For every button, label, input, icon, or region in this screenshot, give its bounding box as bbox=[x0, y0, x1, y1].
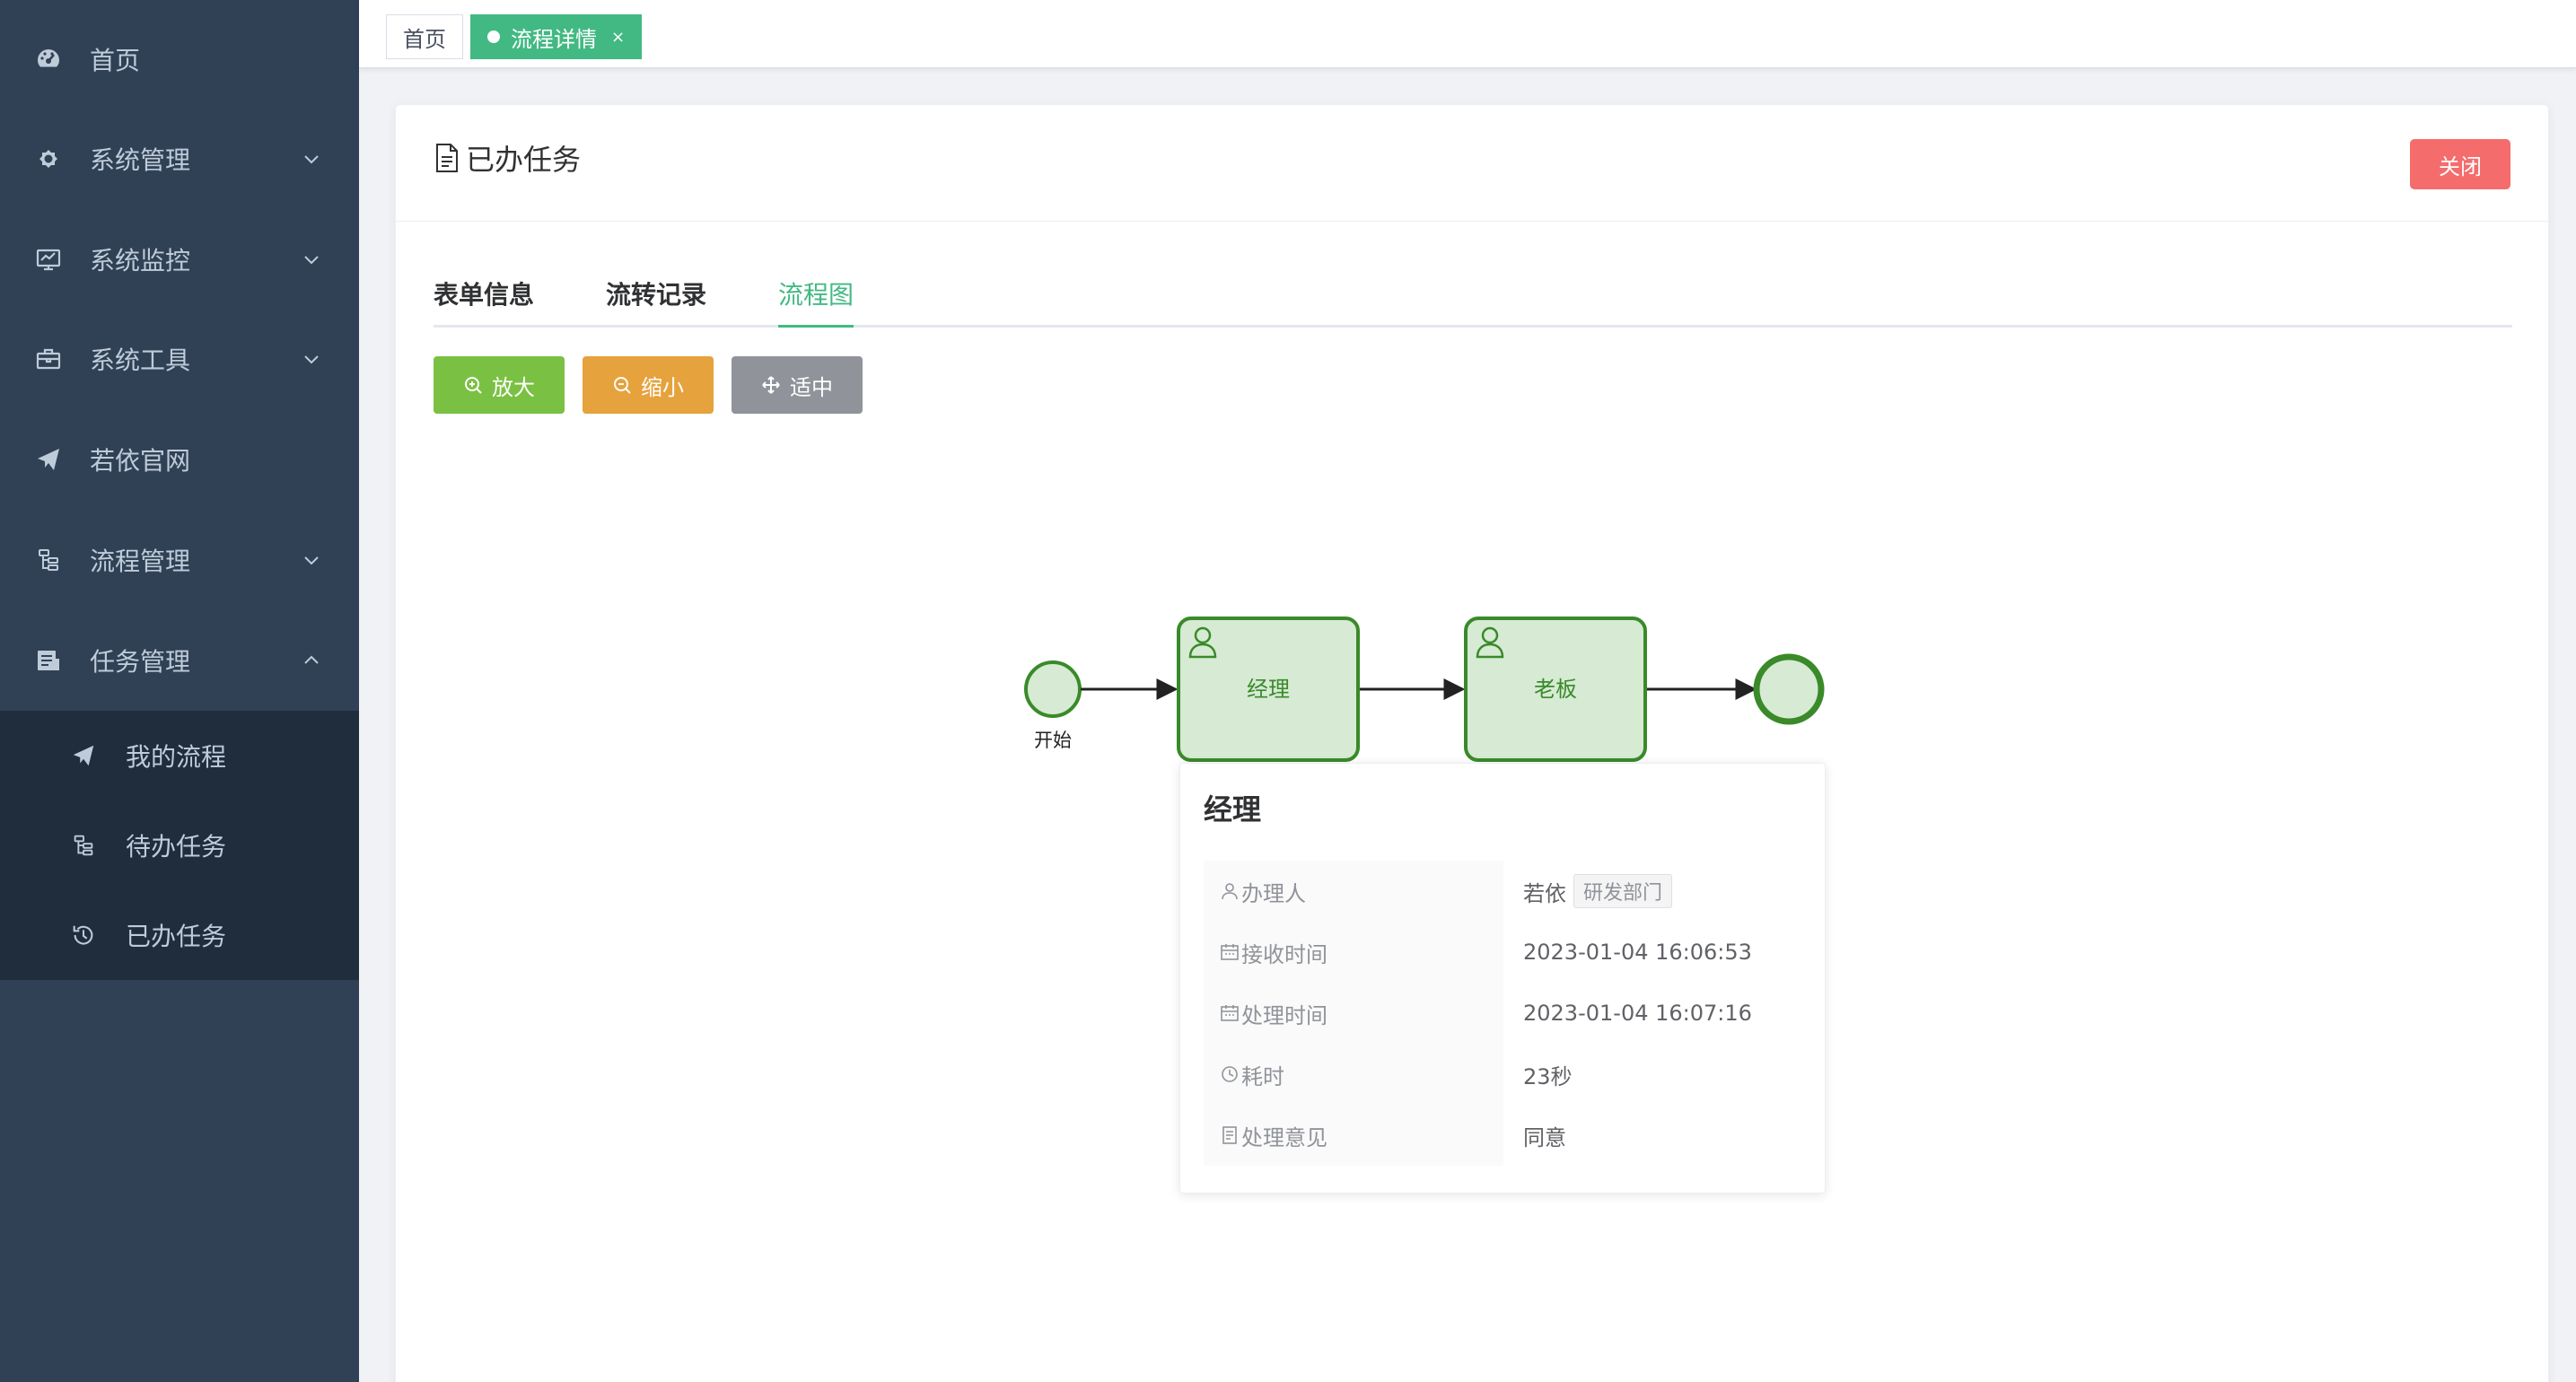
card-title-text: 已办任务 bbox=[466, 143, 582, 177]
user-task-icon bbox=[1188, 626, 1217, 659]
sidebar-item-label: 我的流程 bbox=[126, 742, 227, 772]
document-icon bbox=[1222, 1126, 1237, 1144]
zoom-in-icon bbox=[465, 377, 482, 394]
zoom-out-button[interactable]: 缩小 bbox=[583, 356, 714, 414]
chevron-down-icon bbox=[304, 155, 319, 164]
tab-flow-records[interactable]: 流转记录 bbox=[606, 280, 707, 310]
sidebar-item-home[interactable]: 首页 bbox=[0, 9, 359, 109]
dashboard-icon bbox=[38, 49, 59, 67]
info-label: 处理时间 bbox=[1204, 983, 1503, 1044]
info-value: 2023-01-04 16:06:53 bbox=[1523, 940, 1752, 965]
info-label: 耗时 bbox=[1204, 1044, 1503, 1105]
info-value: 2023-01-04 16:07:16 bbox=[1523, 1001, 1752, 1026]
zoom-out-label: 缩小 bbox=[641, 374, 684, 400]
paper-plane-icon bbox=[73, 745, 94, 766]
calendar-icon bbox=[1221, 1005, 1239, 1021]
chevron-down-icon bbox=[304, 556, 319, 565]
sidebar-item-label: 任务管理 bbox=[90, 647, 191, 677]
task-manager[interactable] bbox=[1177, 617, 1360, 762]
sidebar-item-todo[interactable]: 待办任务 bbox=[0, 800, 359, 890]
sidebar: 首页 系统管理 系统监控 系统工具 若依官网 流程管理 任务管理 我的流程 bbox=[0, 0, 359, 1382]
info-value: 若依 研发部门 bbox=[1503, 861, 1805, 922]
sidebar-item-finished[interactable]: 已办任务 bbox=[0, 890, 359, 980]
active-dot-icon bbox=[487, 31, 500, 43]
task-boss-label: 老板 bbox=[1534, 677, 1577, 702]
monitor-icon bbox=[36, 249, 61, 271]
zoom-out-icon bbox=[614, 377, 631, 394]
info-row: 办理人 若依 研发部门 bbox=[1204, 861, 1805, 922]
info-label: 处理意见 bbox=[1204, 1105, 1503, 1166]
sidebar-item-label: 系统管理 bbox=[90, 145, 191, 175]
tag-label: 首页 bbox=[403, 26, 446, 52]
chevron-down-icon bbox=[304, 355, 319, 364]
sidebar-item-monitor[interactable]: 系统监控 bbox=[0, 209, 359, 310]
info-table: 办理人 若依 研发部门 接收时间 2023-01-04 16:06:53 处理时… bbox=[1204, 861, 1805, 1166]
card-header: 已办任务 关闭 bbox=[396, 105, 2550, 222]
info-row: 耗时 23秒 bbox=[1204, 1044, 1805, 1105]
tab-form-info[interactable]: 表单信息 bbox=[434, 280, 535, 310]
task-manager-label: 经理 bbox=[1247, 677, 1290, 702]
end-event[interactable] bbox=[1753, 653, 1825, 725]
tabs: 表单信息 流转记录 流程图 bbox=[434, 276, 2512, 328]
tree-icon bbox=[39, 549, 58, 571]
close-button[interactable]: 关闭 bbox=[2410, 139, 2510, 189]
move-icon bbox=[762, 376, 780, 394]
info-row: 处理意见 同意 bbox=[1204, 1105, 1805, 1166]
info-label: 接收时间 bbox=[1204, 922, 1503, 983]
document-icon bbox=[436, 144, 458, 172]
sidebar-item-system[interactable]: 系统管理 bbox=[0, 109, 359, 209]
sidebar-item-my-process[interactable]: 我的流程 bbox=[0, 711, 359, 800]
sidebar-item-tasks[interactable]: 任务管理 bbox=[0, 610, 359, 711]
tag-home[interactable]: 首页 bbox=[386, 14, 463, 59]
info-label: 办理人 bbox=[1204, 861, 1503, 922]
tag-label: 流程详情 bbox=[511, 26, 597, 52]
close-icon[interactable]: × bbox=[611, 27, 626, 47]
paper-plane-icon bbox=[38, 449, 59, 470]
zoom-in-label: 放大 bbox=[492, 374, 535, 400]
task-icon bbox=[38, 651, 59, 670]
tree-icon bbox=[74, 835, 93, 856]
start-event-label: 开始 bbox=[1034, 730, 1072, 751]
zoom-in-button[interactable]: 放大 bbox=[434, 356, 565, 414]
fit-label: 适中 bbox=[790, 374, 833, 400]
sidebar-item-website[interactable]: 若依官网 bbox=[0, 409, 359, 510]
start-event[interactable] bbox=[1024, 660, 1082, 718]
task-boss[interactable] bbox=[1464, 617, 1647, 762]
sidebar-item-label: 待办任务 bbox=[126, 832, 227, 862]
tags-view: 首页 流程详情 × bbox=[359, 0, 2576, 68]
fit-button[interactable]: 适中 bbox=[732, 356, 863, 414]
card-title: 已办任务 bbox=[434, 137, 581, 179]
sidebar-item-label: 系统监控 bbox=[90, 246, 191, 276]
info-title: 经理 bbox=[1204, 792, 1262, 827]
chevron-down-icon bbox=[304, 256, 319, 265]
sidebar-item-label: 流程管理 bbox=[90, 547, 191, 576]
chevron-up-icon bbox=[304, 655, 319, 664]
tab-flow-chart[interactable]: 流程图 bbox=[778, 276, 854, 328]
process-diagram: 开始 经理 老板 bbox=[1024, 617, 1825, 762]
user-task-icon bbox=[1476, 626, 1504, 659]
gear-icon bbox=[39, 150, 57, 168]
info-row: 接收时间 2023-01-04 16:06:53 bbox=[1204, 922, 1805, 983]
sidebar-item-label: 系统工具 bbox=[90, 346, 191, 375]
info-value: 同意 bbox=[1523, 1124, 1566, 1150]
sidebar-item-label: 首页 bbox=[90, 46, 141, 75]
sidebar-item-tools[interactable]: 系统工具 bbox=[0, 309, 359, 409]
user-icon bbox=[1222, 883, 1238, 900]
history-icon bbox=[73, 925, 93, 945]
sidebar-item-label: 若依官网 bbox=[90, 446, 191, 476]
dept-tag: 研发部门 bbox=[1573, 874, 1673, 908]
clock-icon bbox=[1222, 1066, 1238, 1082]
task-submenu: 我的流程 待办任务 已办任务 bbox=[0, 711, 359, 980]
task-info-panel: 经理 办理人 若依 研发部门 接收时间 2023-01-04 16:06:53 … bbox=[1179, 763, 1826, 1194]
tag-process-detail[interactable]: 流程详情 × bbox=[470, 14, 643, 59]
calendar-icon bbox=[1221, 944, 1239, 960]
info-row: 处理时间 2023-01-04 16:07:16 bbox=[1204, 983, 1805, 1044]
toolbox-icon bbox=[36, 348, 61, 370]
sidebar-item-label: 已办任务 bbox=[126, 922, 227, 951]
sidebar-item-process[interactable]: 流程管理 bbox=[0, 510, 359, 610]
info-value: 23秒 bbox=[1523, 1063, 1573, 1089]
